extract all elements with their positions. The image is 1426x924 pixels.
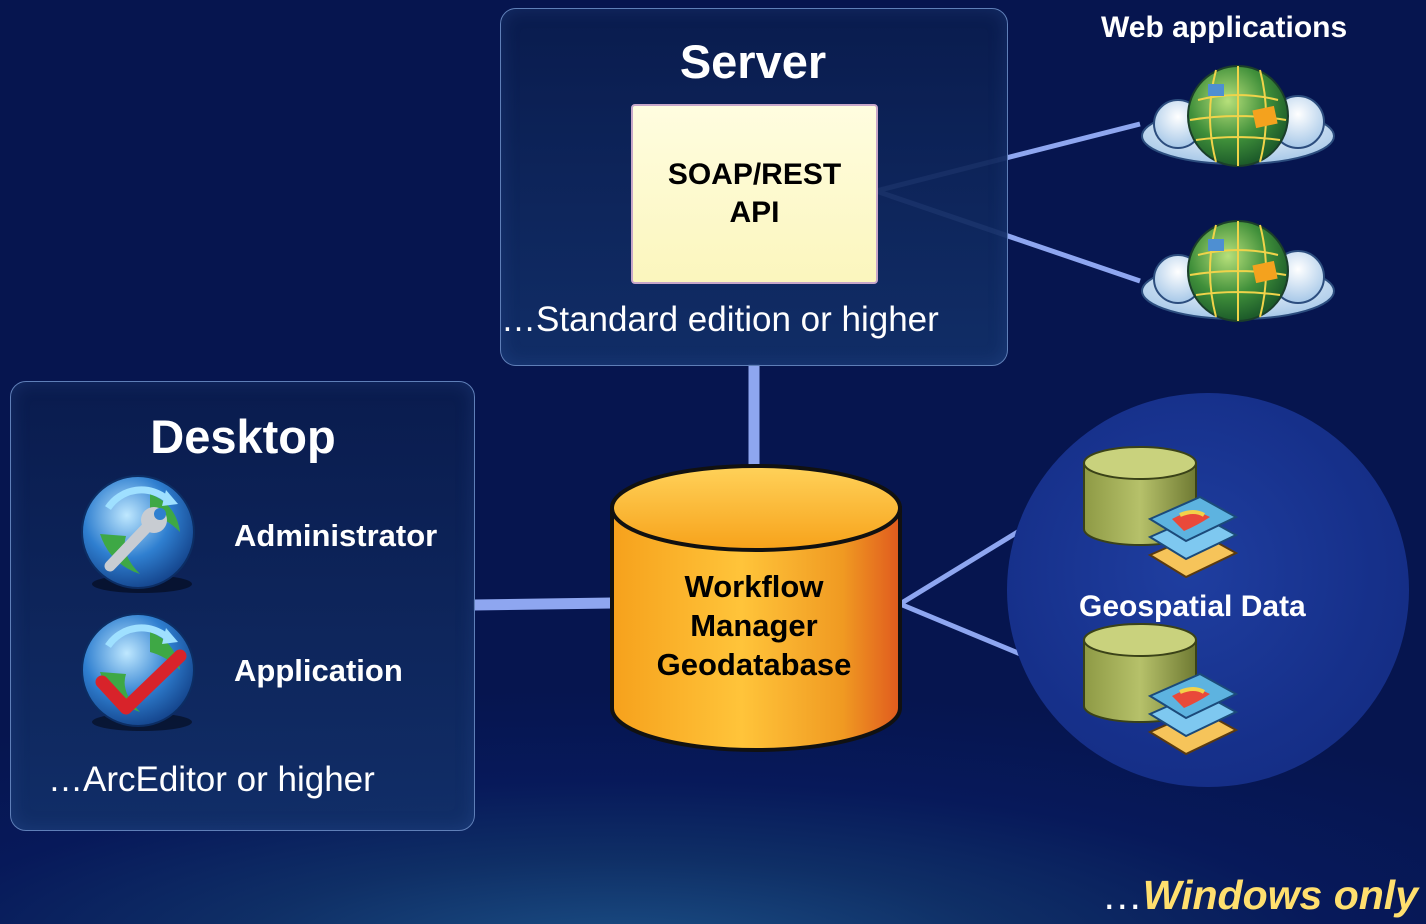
db-line-1: Workflow: [684, 569, 824, 604]
db-line-3: Geodatabase: [656, 647, 852, 682]
database-layers-icon: [1083, 446, 1239, 579]
globe-cloud-icon: [1141, 220, 1335, 322]
api-line-2: API: [729, 196, 780, 229]
server-title: Server: [679, 35, 827, 88]
wrench-globe-icon: [81, 475, 195, 593]
api-box: SOAP/REST API: [631, 104, 878, 284]
globe-cloud-icon: [1141, 65, 1335, 167]
database-cylinder-icon: [610, 464, 902, 752]
desktop-title: Desktop: [150, 410, 336, 463]
desktop-caption: …ArcEditor or higher: [48, 760, 375, 799]
footer-windows-only: Windows only: [1142, 872, 1418, 918]
desktop-panel: [10, 381, 475, 831]
administrator-label: Administrator: [234, 518, 438, 553]
db-line-2: Manager: [690, 608, 818, 643]
application-label: Application: [234, 653, 403, 688]
geospatial-data-label: Geospatial Data: [1079, 590, 1306, 623]
geodatabase-label: Workflow Manager Geodatabase: [612, 567, 896, 684]
connector-desktop-db: [472, 597, 613, 611]
database-layers-icon: [1083, 623, 1239, 756]
api-line-1: SOAP/REST: [667, 158, 842, 191]
footer-note: …Windows only: [1102, 872, 1418, 919]
web-applications-label: Web applications: [1101, 11, 1348, 44]
server-caption: …Standard edition or higher: [501, 300, 939, 339]
checkmark-globe-icon: [81, 613, 195, 731]
footer-ellipsis: …: [1101, 872, 1143, 918]
